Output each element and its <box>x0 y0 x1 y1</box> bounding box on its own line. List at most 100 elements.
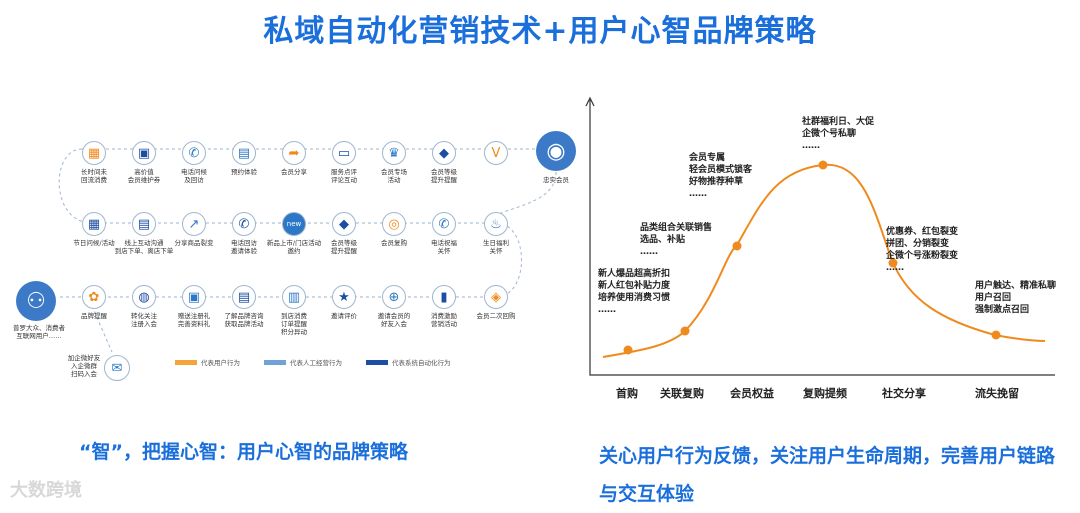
flow-label-row2: 线上互动沟通 到店下单、离店下单 <box>114 239 174 255</box>
diamond-icon: ◆ <box>332 212 356 236</box>
page-title: 私域自动化营销技术+用户心智品牌策略 <box>263 14 817 49</box>
annotation-line: 选品、补贴 <box>640 235 686 245</box>
stage-label: 复购提频 <box>803 387 847 400</box>
flow-label-row3: 赠送注册礼 完善资料礼 <box>177 312 211 328</box>
legend: 代表用户行为 代表人工经营行为 代表系统自动化行为 <box>175 357 451 367</box>
document-icon: ▤ <box>232 285 256 309</box>
gift-cake-icon: ♨ <box>484 212 508 236</box>
flow-label-row1: 电话问候 及回访 <box>181 168 207 184</box>
annotation-line: …… <box>598 305 616 315</box>
new-badge-icon: new <box>282 212 306 236</box>
loyal-member-icon: ◉ <box>536 131 576 171</box>
annotation-line: 企微个号私聊 <box>802 129 857 139</box>
flow-label-row3: 了解品牌咨询 获取品牌活动 <box>224 312 264 328</box>
wecom-icon: ✉ <box>104 355 130 381</box>
flow-label-row2: 生日福利 关怀 <box>483 239 509 255</box>
annotation-line: …… <box>640 247 658 257</box>
flow-label-row1: 高价值 会员维护券 <box>127 168 161 184</box>
annotation-line: 轻会员模式锁客 <box>689 165 753 175</box>
annotation-line: 新人红包补贴力度 <box>598 281 671 291</box>
flow-label-row1: 长时间未 回流消费 <box>81 168 107 184</box>
lifecycle-curve <box>602 163 1046 358</box>
annotation-0: 新人爆品超高折扣新人红包补贴力度培养使用消费习惯…… <box>598 268 670 316</box>
caption-left: “智”，把握心智：用户心智的品牌策略 <box>79 441 408 463</box>
flow-label-row3: 邀请评价 <box>331 312 357 320</box>
share-icon: ➦ <box>282 141 306 165</box>
flow-label-row1: 服务点评 评论互动 <box>331 168 357 184</box>
legend-label-system: 代表系统自动化行为 <box>392 359 451 367</box>
users-icon: ⚇ <box>16 281 56 321</box>
stage-label: 首购 <box>616 387 638 400</box>
wechat-icon: ◍ <box>132 285 156 309</box>
flow-label-row2: 新品上市/门店活动 邀约 <box>266 239 322 255</box>
flow-label-row3: 邀请会员的 好友入会 <box>377 312 411 328</box>
vip-v-icon: V <box>484 141 508 165</box>
flow-label-row2: 电话回访 邀请体验 <box>231 239 257 255</box>
stage-label: 流失挽留 <box>975 387 1019 400</box>
annotation-line: 企微个号涨粉裂变 <box>886 251 959 261</box>
annotation-line: 培养使用消费习惯 <box>598 293 671 303</box>
flow-label-row3: 到店消费 订单提醒 积分异动 <box>281 312 307 336</box>
annotation-line: 用户召回 <box>975 293 1012 303</box>
legend-item-manual: 代表人工经营行为 <box>264 357 342 367</box>
flow-label-row3: 品牌提醒 <box>81 312 107 320</box>
legend-swatch-user <box>175 359 197 365</box>
shield-coin-icon: ◈ <box>484 285 508 309</box>
annotation-line: 用户触达、精准私聊 <box>975 281 1057 291</box>
stage-label: 关联复购 <box>660 387 704 400</box>
diamond-icon: ◆ <box>432 141 456 165</box>
share-box-icon: ↗ <box>182 212 206 236</box>
stage-label: 社交分享 <box>882 387 926 400</box>
flow-label-row2: 会员等级 提升提醒 <box>331 239 357 255</box>
chart-axes <box>589 100 1055 376</box>
annotation-3: 社群福利日、大促企微个号私聊…… <box>802 116 874 152</box>
brand-icon: ✿ <box>82 285 106 309</box>
calendar-icon: ▦ <box>82 212 106 236</box>
flow-label-row1: 会员分享 <box>281 168 307 176</box>
flow-label-row3: 转化关注 注册入会 <box>131 312 157 328</box>
annotation-line: 社群福利日、大促 <box>802 117 875 127</box>
flow-label-row2: 会员复购 <box>381 239 407 247</box>
legend-label-manual: 代表人工经营行为 <box>290 359 342 367</box>
curve-point-1 <box>680 326 690 336</box>
flow-label-row2: 分享商品裂变 <box>174 239 214 247</box>
legend-label-user: 代表用户行为 <box>201 359 240 367</box>
watermark-logo: 大数跨境 <box>10 480 82 501</box>
crown-icon: ♛ <box>382 141 406 165</box>
star-icon: ★ <box>332 285 356 309</box>
annotation-line: 拼团、分销裂变 <box>886 239 950 249</box>
coin-icon: ◎ <box>382 212 406 236</box>
calendar-check-icon: ▤ <box>232 141 256 165</box>
annotation-line: 品类组合关联销售 <box>640 223 713 233</box>
loyal-member-label: 忠实会员 <box>543 176 569 184</box>
y-axis-arrow <box>585 96 595 107</box>
annotation-line: 好物推荐种草 <box>689 177 744 187</box>
chat-icon: ▭ <box>332 141 356 165</box>
phone-icon: ✆ <box>432 212 456 236</box>
annotation-line: 优惠券、红包裂变 <box>886 227 959 237</box>
annotation-line: 会员专属 <box>689 153 726 163</box>
clipboard-icon: ▤ <box>132 212 156 236</box>
annotation-4: 优惠券、红包裂变拼团、分销裂变企微个号涨粉裂变…… <box>886 226 958 274</box>
annotation-line: …… <box>689 189 707 199</box>
legend-item-system: 代表系统自动化行为 <box>366 357 451 367</box>
legend-item-user: 代表用户行为 <box>175 357 240 367</box>
curve-point-0 <box>623 345 633 355</box>
curve-point-4 <box>888 258 898 268</box>
phone-icon: ✆ <box>232 212 256 236</box>
coupon-icon: ▣ <box>132 141 156 165</box>
caption-right: 关心用户行为反馈，关注用户生命周期，完善用户链路与交互体验 <box>599 445 1056 505</box>
start-label: 普罗大众、消费者 互联网用户…… <box>13 324 65 340</box>
gift-icon: ▣ <box>182 285 206 309</box>
flow-label-row1: 会员专场 活动 <box>381 168 407 184</box>
legend-swatch-system <box>366 359 388 365</box>
book-icon: ▮ <box>432 285 456 309</box>
wecom-label: 加企微好友 入企微群 扫码入会 <box>67 354 101 378</box>
annotation-2: 会员专属轻会员模式锁客好物推荐种草 …… <box>689 152 752 200</box>
flow-label-row2: 电话祝福 关怀 <box>431 239 457 255</box>
add-user-icon: ⊕ <box>382 285 406 309</box>
phone-icon: ✆ <box>182 141 206 165</box>
annotation-line: 强制激点召回 <box>975 305 1030 315</box>
annotation-5: 用户触达、精准私聊用户召回强制激点召回 <box>975 280 1056 316</box>
annotation-1: 品类组合关联销售选品、补贴 …… <box>640 222 712 258</box>
